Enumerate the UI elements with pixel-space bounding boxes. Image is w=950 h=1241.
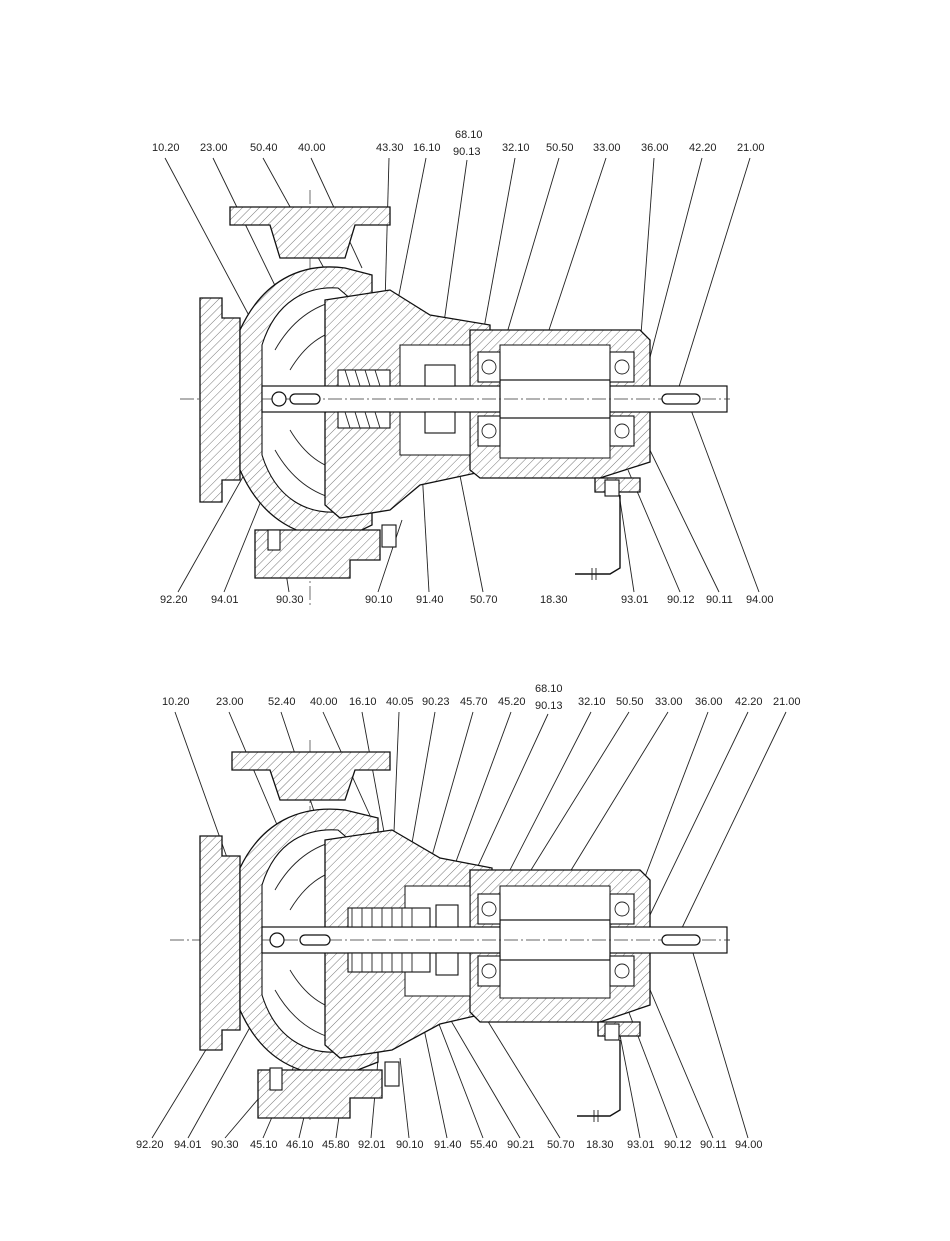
d1-label-90-13: 90.13	[453, 146, 481, 158]
d1-label-16-10: 16.10	[413, 142, 441, 154]
d2-label-52-40: 52.40	[268, 696, 296, 708]
d2-label-90-21: 90.21	[507, 1139, 535, 1151]
d2-label-18-30: 18.30	[586, 1139, 614, 1151]
d1-label-23-00: 23.00	[200, 142, 228, 154]
d1-label-50-50: 50.50	[546, 142, 574, 154]
d2-label-90-13: 90.13	[535, 700, 563, 712]
d2-label-45-20: 45.20	[498, 696, 526, 708]
drawing-2-bearings	[477, 893, 635, 987]
drawing-2-packing	[347, 904, 459, 976]
d2-label-33-00: 33.00	[655, 696, 683, 708]
drawing-2: 10.20 23.00 52.40 40.00 16.10 40.05 90.2…	[136, 683, 801, 1151]
d1-label-10-20: 10.20	[152, 142, 180, 154]
d1-label-92-20: 92.20	[160, 594, 188, 606]
d1-label-21-00: 21.00	[737, 142, 765, 154]
d1-label-90-30: 90.30	[276, 594, 304, 606]
d1-label-18-30: 18.30	[540, 594, 568, 606]
drawing-1: 10.20 23.00 50.40 40.00 43.30 16.10 68.1…	[152, 129, 774, 606]
d1-label-33-00: 33.00	[593, 142, 621, 154]
d2-label-46-10: 46.10	[286, 1139, 314, 1151]
d1-label-93-01: 93.01	[621, 594, 649, 606]
d2-label-50-50: 50.50	[616, 696, 644, 708]
d2-label-93-01: 93.01	[627, 1139, 655, 1151]
d2-label-50-70: 50.70	[547, 1139, 575, 1151]
d2-label-36-00: 36.00	[695, 696, 723, 708]
d1-label-40-00: 40.00	[298, 142, 326, 154]
d2-label-42-20: 42.20	[735, 696, 763, 708]
d2-label-21-00: 21.00	[773, 696, 801, 708]
drawing-1-pump-assembly	[180, 190, 730, 605]
d2-label-45-70: 45.70	[460, 696, 488, 708]
d1-label-43-30: 43.30	[376, 142, 404, 154]
d2-label-40-00: 40.00	[310, 696, 338, 708]
d1-label-68-10: 68.10	[455, 129, 483, 141]
d1-label-90-11: 90.11	[706, 594, 733, 606]
d2-label-90-11: 90.11	[700, 1139, 727, 1151]
d1-label-36-00: 36.00	[641, 142, 669, 154]
d1-label-90-10: 90.10	[365, 594, 393, 606]
d2-label-92-20: 92.20	[136, 1139, 164, 1151]
d2-label-94-00: 94.00	[735, 1139, 763, 1151]
d2-label-90-10: 90.10	[396, 1139, 424, 1151]
d2-label-32-10: 32.10	[578, 696, 606, 708]
d2-label-90-23: 90.23	[422, 696, 450, 708]
d1-label-50-40: 50.40	[250, 142, 278, 154]
drawing-2-top-labels: 10.20 23.00 52.40 40.00 16.10 40.05 90.2…	[162, 683, 801, 712]
d2-label-45-80: 45.80	[322, 1139, 350, 1151]
d1-label-94-01: 94.01	[211, 594, 239, 606]
drawing-2-bottom-labels: 92.20 94.01 90.30 45.10 46.10 45.80 92.0…	[136, 1139, 763, 1151]
d2-label-16-10: 16.10	[349, 696, 377, 708]
d2-label-91-40: 91.40	[434, 1139, 462, 1151]
d2-label-94-01: 94.01	[174, 1139, 202, 1151]
d2-label-55-40: 55.40	[470, 1139, 498, 1151]
d1-label-50-70: 50.70	[470, 594, 498, 606]
d1-label-94-00: 94.00	[746, 594, 774, 606]
d2-label-90-30: 90.30	[211, 1139, 239, 1151]
d2-label-90-12: 90.12	[664, 1139, 692, 1151]
d2-label-92-01: 92.01	[358, 1139, 386, 1151]
d2-label-10-20: 10.20	[162, 696, 190, 708]
d2-label-23-00: 23.00	[216, 696, 244, 708]
d2-label-45-10: 45.10	[250, 1139, 278, 1151]
drawing-1-seal	[337, 364, 456, 434]
drawing-1-bearings	[477, 351, 635, 447]
d2-label-68-10: 68.10	[535, 683, 563, 695]
drawing-1-top-labels: 10.20 23.00 50.40 40.00 43.30 16.10 68.1…	[152, 129, 765, 158]
d1-label-91-40: 91.40	[416, 594, 444, 606]
d1-label-32-10: 32.10	[502, 142, 530, 154]
d2-label-40-05: 40.05	[386, 696, 414, 708]
d1-label-90-12: 90.12	[667, 594, 695, 606]
d1-label-42-20: 42.20	[689, 142, 717, 154]
drawing-1-bottom-labels: 92.20 94.01 90.30 90.10 91.40 50.70 18.3…	[160, 594, 774, 606]
drawing-2-pump-assembly	[170, 740, 730, 1122]
